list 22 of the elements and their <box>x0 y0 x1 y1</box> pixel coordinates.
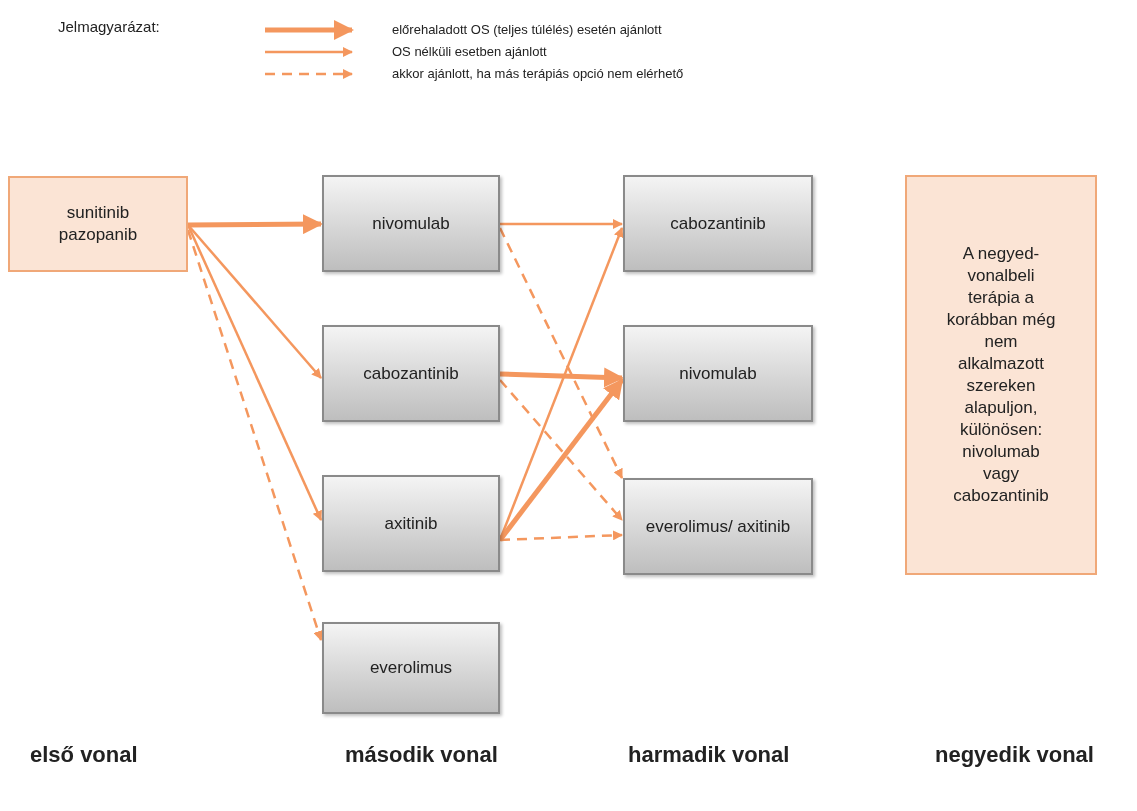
arrow <box>187 224 322 379</box>
column-heading: első vonal <box>30 741 138 769</box>
info-box: A negyed-vonalbeli terápia a korábban még nem alkalmazott szereken alapuljon, különösen: nivolumab vagy cabozantinib <box>905 175 1097 575</box>
column-heading: negyedik vonal <box>935 741 1094 769</box>
drug-box: everolimus <box>322 622 500 714</box>
arrow <box>500 219 623 229</box>
legend-text: OS nélküli esetben ajánlott <box>392 43 548 61</box>
drug-box: nivomulab <box>322 175 500 272</box>
drug-box: everolimus/ axitinib <box>623 478 813 575</box>
info-box: sunitinib pazopanib <box>8 176 188 272</box>
legend-text: előrehaladott OS (teljes túlélés) esetén ajánlott <box>392 21 663 39</box>
legend-text: akkor ajánlott, ha más terápiás opció nem elérhető <box>392 65 685 83</box>
drug-box: nivomulab <box>623 325 813 422</box>
drug-box: axitinib <box>322 475 500 572</box>
column-heading: második vonal <box>345 741 498 769</box>
legend-title: Jelmagyarázat: <box>58 17 160 37</box>
column-heading: harmadik vonal <box>628 741 790 769</box>
drug-box: cabozantinib <box>623 175 813 272</box>
arrow <box>188 214 323 235</box>
arrow <box>499 367 624 388</box>
drug-box: cabozantinib <box>322 325 500 422</box>
arrow <box>499 530 623 542</box>
